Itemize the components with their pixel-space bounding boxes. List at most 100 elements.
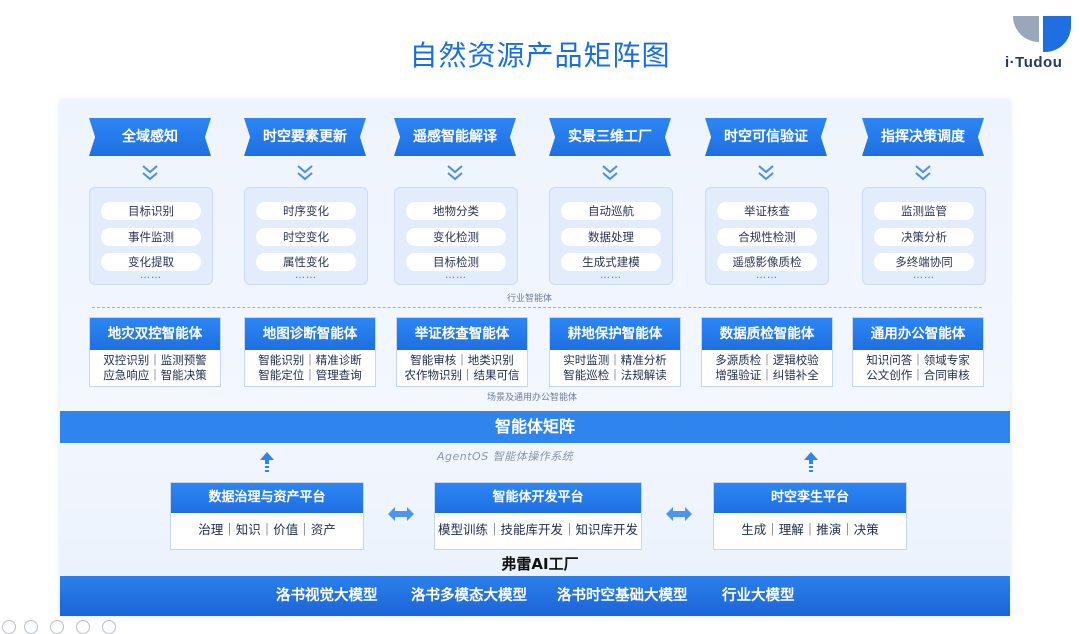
- agent-box: 数据质检智能体 多源质检｜逻辑校验 增强验证｜纠错补全: [701, 317, 833, 387]
- chevron-down-icon: [297, 165, 313, 181]
- agent-header: 通用办公智能体: [853, 318, 983, 350]
- column-header: 时空要素更新: [244, 118, 366, 156]
- feature-card: 举证核查 合规性检测 遥感影像质检 ……: [705, 187, 829, 285]
- brand-logo: i·Tudou: [1005, 14, 1075, 74]
- agent-line: 智能定位｜管理查询: [258, 368, 362, 382]
- agent-header: 数据质检智能体: [702, 318, 832, 350]
- feature-pill: 变化检测: [406, 228, 506, 246]
- section-divider: [92, 307, 982, 308]
- logo-text: i·Tudou: [1005, 54, 1063, 71]
- agent-line: 知识问答｜领域专家: [866, 353, 970, 367]
- agentos-label: AgentOS 智能体操作系统: [437, 450, 574, 463]
- feature-pill: 事件监测: [101, 228, 201, 246]
- model-label: 洛书多模态大模型: [411, 588, 527, 604]
- agent-box: 通用办公智能体 知识问答｜领域专家 公文创作｜合同审核: [852, 317, 984, 387]
- more-ellipsis: ……: [600, 270, 622, 281]
- feature-card: 地物分类 变化检测 目标检测 ……: [394, 187, 518, 285]
- agent-line: 公文创作｜合同审核: [866, 368, 970, 382]
- agent-header: 举证核查智能体: [397, 318, 527, 350]
- top-column: 时空要素更新 时序变化 时空变化 属性变化 ……: [244, 118, 368, 285]
- feature-pill: 生成式建模: [561, 253, 661, 271]
- feature-pill: 目标检测: [406, 253, 506, 271]
- platform-header: 数据治理与资产平台: [171, 483, 363, 513]
- feature-card: 目标识别 事件监测 变化提取 ……: [89, 187, 213, 285]
- platform-box: 智能体开发平台 模型训练｜技能库开发｜知识库开发: [434, 482, 642, 550]
- feature-pill: 举证核查: [717, 202, 817, 220]
- agent-header: 耕地保护智能体: [550, 318, 680, 350]
- platform-header: 智能体开发平台: [435, 483, 641, 513]
- agent-box: 地图诊断智能体 智能识别｜精准诊断 智能定位｜管理查询: [244, 317, 376, 387]
- agent-line: 农作物识别｜结果可信: [404, 368, 520, 382]
- more-ellipsis: ……: [140, 270, 162, 281]
- chevron-down-icon: [758, 165, 774, 181]
- chevron-down-icon: [447, 165, 463, 181]
- feature-card: 监测监管 决策分析 多终端协同 ……: [862, 187, 986, 285]
- feature-pill: 时序变化: [256, 202, 356, 220]
- feature-pill: 决策分析: [874, 228, 974, 246]
- agent-header: 地图诊断智能体: [245, 318, 375, 350]
- viewer-toolbar: [0, 618, 130, 634]
- foundation-models-bar: 洛书视觉大模型 洛书多模态大模型 洛书时空基础大模型 行业大模型: [60, 576, 1010, 616]
- feature-card: 时序变化 时空变化 属性变化 ……: [244, 187, 368, 285]
- column-header: 遥感智能解译: [394, 118, 516, 156]
- platform-header: 时空孪生平台: [714, 483, 906, 513]
- top-column: 时空可信验证 举证核查 合规性检测 遥感影像质检 ……: [705, 118, 829, 285]
- feature-pill: 监测监管: [874, 202, 974, 220]
- feature-pill: 合规性检测: [717, 228, 817, 246]
- up-arrow-icon: [260, 452, 274, 472]
- agent-line: 增强验证｜纠错补全: [715, 368, 819, 382]
- feature-card: 自动巡航 数据处理 生成式建模 ……: [549, 187, 673, 285]
- more-ellipsis: ……: [913, 270, 935, 281]
- top-column: 实景三维工厂 自动巡航 数据处理 生成式建模 ……: [549, 118, 673, 285]
- column-header: 时空可信验证: [705, 118, 827, 156]
- model-label: 洛书时空基础大模型: [557, 588, 688, 604]
- column-header: 全域感知: [89, 118, 211, 156]
- chevron-down-icon: [142, 165, 158, 181]
- platform-line: 模型训练｜技能库开发｜知识库开发: [437, 522, 638, 537]
- platform-box: 时空孪生平台 生成｜理解｜推演｜决策: [713, 482, 907, 550]
- agent-box: 地灾双控智能体 双控识别｜监测预警 应急响应｜智能决策: [89, 317, 221, 387]
- column-header: 实景三维工厂: [549, 118, 671, 156]
- feature-pill: 自动巡航: [561, 202, 661, 220]
- industry-caption: 行业智能体: [507, 294, 553, 304]
- agent-line: 实时监测｜精准分析: [563, 353, 667, 367]
- agent-line: 智能审核｜地类识别: [410, 353, 514, 367]
- agent-line: 应急响应｜智能决策: [103, 368, 207, 382]
- agent-box: 耕地保护智能体 实时监测｜精准分析 智能巡检｜法规解读: [549, 317, 681, 387]
- feature-pill: 地物分类: [406, 202, 506, 220]
- agent-line: 智能巡检｜法规解读: [563, 368, 667, 382]
- top-column: 指挥决策调度 监测监管 决策分析 多终端协同 ……: [862, 118, 986, 285]
- feature-pill: 遥感影像质检: [717, 253, 817, 271]
- double-arrow-icon: [388, 507, 414, 521]
- model-label: 行业大模型: [722, 588, 795, 604]
- scene-caption: 场景及通用办公智能体: [487, 393, 578, 403]
- feature-pill: 多终端协同: [874, 253, 974, 271]
- platform-line: 生成｜理解｜推演｜决策: [741, 522, 879, 537]
- top-column: 遥感智能解译 地物分类 变化检测 目标检测 ……: [394, 118, 518, 285]
- agent-box: 举证核查智能体 智能审核｜地类识别 农作物识别｜结果可信: [396, 317, 528, 387]
- feature-pill: 属性变化: [256, 253, 356, 271]
- double-arrow-icon: [666, 507, 692, 521]
- model-label: 洛书视觉大模型: [276, 588, 378, 604]
- agent-matrix-bar: 智能体矩阵: [60, 411, 1010, 443]
- top-column: 全域感知 目标识别 事件监测 变化提取 ……: [89, 118, 213, 285]
- agent-line: 多源质检｜逻辑校验: [715, 353, 819, 367]
- page-title: 自然资源产品矩阵图: [409, 39, 671, 72]
- more-ellipsis: ……: [445, 270, 467, 281]
- feature-pill: 数据处理: [561, 228, 661, 246]
- agent-line: 智能识别｜精准诊断: [258, 353, 362, 367]
- column-header: 指挥决策调度: [862, 118, 984, 156]
- chevron-down-icon: [602, 165, 618, 181]
- agent-header: 地灾双控智能体: [90, 318, 220, 350]
- feature-pill: 时空变化: [256, 228, 356, 246]
- agent-line: 双控识别｜监测预警: [103, 353, 207, 367]
- up-arrow-icon: [804, 452, 818, 472]
- platform-line: 治理｜知识｜价值｜资产: [198, 522, 336, 537]
- more-ellipsis: ……: [756, 270, 778, 281]
- feature-pill: 目标识别: [101, 202, 201, 220]
- more-ellipsis: ……: [295, 270, 317, 281]
- chevron-down-icon: [915, 165, 931, 181]
- logo-mark-icon: [1013, 16, 1071, 52]
- feature-pill: 变化提取: [101, 253, 201, 271]
- ai-factory-label: 弗雷AI工厂: [501, 555, 579, 573]
